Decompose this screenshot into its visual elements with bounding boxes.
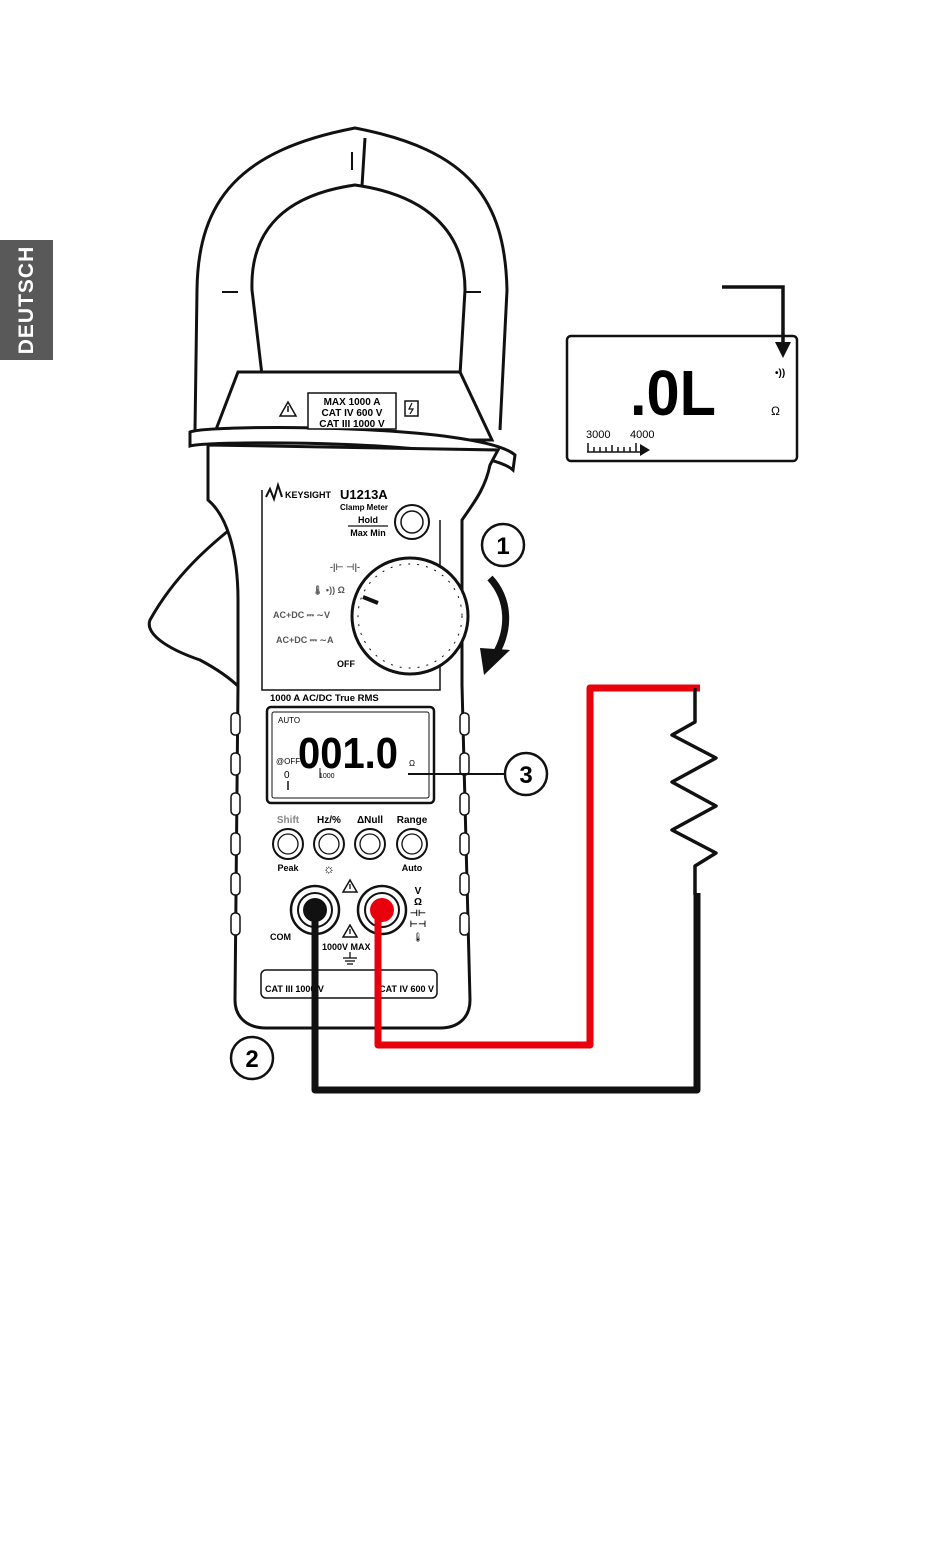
callout-2-number: 2: [245, 1046, 258, 1073]
maxmin-label: Max Min: [350, 528, 386, 538]
resistor-symbol: [672, 688, 716, 895]
lcd-unit: Ω: [409, 759, 415, 768]
callout-1-number: 1: [496, 533, 509, 560]
rotation-arrow-icon: [480, 578, 510, 675]
dial-pos-off: OFF: [337, 659, 355, 669]
max-voltage-label: 1000V MAX: [322, 942, 371, 952]
inset-scale-right: 4000: [630, 429, 654, 441]
jaw-inner: [252, 185, 465, 375]
null-button[interactable]: [355, 829, 385, 859]
hz-button[interactable]: [314, 829, 344, 859]
dial-pos-temp-ohm: 🌡 •)) Ω: [312, 585, 345, 595]
inset-lcd: .0L •)) Ω 3000 4000: [567, 336, 797, 461]
inset-beeper-icon: •)): [775, 368, 785, 379]
auto-label: Auto: [402, 863, 423, 873]
inset-reading: .0L: [630, 357, 716, 429]
hz-label: Hz/%: [317, 815, 341, 826]
com-label: COM: [270, 932, 291, 942]
lcd-apo: @OFF: [276, 757, 300, 766]
null-label: ΔNull: [357, 815, 383, 826]
terminal-symbol-diode: ⊢⊣: [410, 919, 426, 929]
lcd-bar-left: 0: [284, 770, 290, 781]
shift-label: Shift: [277, 815, 300, 826]
shift-button[interactable]: [273, 829, 303, 859]
range-button[interactable]: [397, 829, 427, 859]
hold-button[interactable]: [395, 505, 429, 539]
model-subtitle: Clamp Meter: [340, 503, 388, 512]
callout-2: 2: [231, 1037, 273, 1079]
range-label: Range: [397, 815, 428, 826]
brand-name: KEYSIGHT: [285, 490, 332, 500]
backlight-icon: ☼: [323, 861, 335, 876]
lcd-digits: 001.0: [298, 729, 398, 778]
rms-label: 1000 A AC/DC True RMS: [270, 693, 379, 704]
terminal-symbol-cap: ⊣⊢: [410, 908, 426, 918]
terminal-symbol-temp: 🌡: [412, 932, 423, 942]
terminal-symbol-ohm: Ω: [414, 897, 422, 908]
terminal-symbol-v: V: [415, 886, 422, 897]
model-name: U1213A: [340, 487, 388, 502]
lcd-auto: AUTO: [278, 716, 300, 725]
peak-label: Peak: [277, 863, 299, 873]
rating-max: MAX 1000 A: [324, 397, 381, 408]
rating-cat-iii: CAT III 1000 V: [319, 419, 385, 430]
rating-cat-iv: CAT IV 600 V: [322, 408, 383, 419]
inset-scale-left: 3000: [586, 429, 610, 441]
hold-label: Hold: [358, 515, 378, 525]
jaw-split: [362, 138, 365, 186]
callout-1: 1: [482, 524, 524, 566]
v-ohm-terminal[interactable]: [358, 886, 406, 934]
lcd-bar-right: 1000: [319, 773, 335, 780]
callout-3-number: 3: [519, 762, 532, 789]
dial-pos-amp: AC+DC ⎓ ∼A: [276, 635, 334, 645]
dial-pos-cap-diode: -|⊢ ⊣|-: [330, 562, 360, 572]
cat-right-label: CAT IV 600 V: [379, 984, 434, 994]
dial-pos-volt: AC+DC ⎓ ∼V: [273, 610, 330, 620]
inset-unit: Ω: [771, 404, 780, 418]
rotary-dial[interactable]: [352, 558, 468, 674]
clamp-trigger: [149, 523, 240, 688]
